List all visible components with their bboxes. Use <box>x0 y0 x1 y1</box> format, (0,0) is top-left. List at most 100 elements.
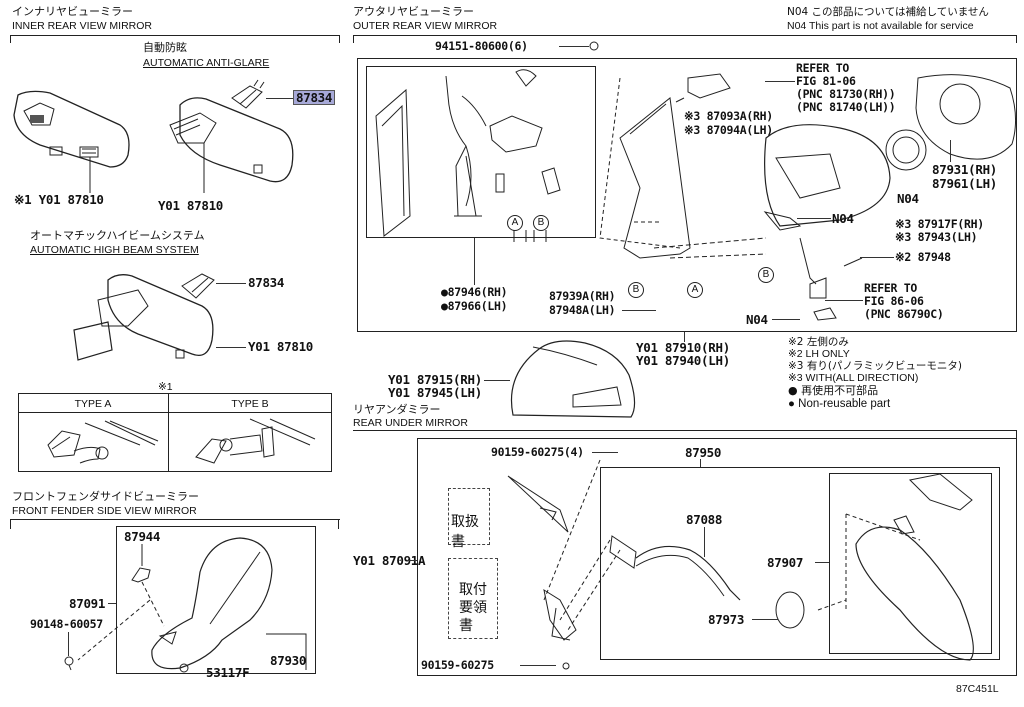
bracket-tick <box>338 519 339 529</box>
part-label-n04-b[interactable]: N04 <box>832 211 854 226</box>
part-label-53117F[interactable]: 53117F <box>206 665 250 680</box>
part-label-87091[interactable]: 87091 <box>69 596 106 611</box>
part-label-87094A[interactable]: ※3 87094A(LH) <box>684 123 773 137</box>
installation-manual-doc: 取付 要領書 <box>448 558 498 639</box>
leader-line <box>797 218 831 219</box>
leader-line <box>765 81 795 82</box>
part-label-87940[interactable]: Y01 87940(LH) <box>636 353 730 368</box>
inner-mirror-title-jp: インナリヤビューミラー <box>12 5 133 18</box>
anti-glare-jp: 自動防眩 <box>143 41 187 54</box>
type-a-drawing <box>47 420 159 464</box>
part-label-n04-c[interactable]: N04 <box>746 312 768 327</box>
leader-line <box>520 665 556 666</box>
part-label-87917F[interactable]: ※3 87917F(RH) <box>895 217 984 231</box>
part-label-87950[interactable]: 87950 <box>685 445 722 460</box>
fender-mirror-drawing <box>77 537 307 673</box>
high-beam-en: AUTOMATIC HIGH BEAM SYSTEM <box>30 244 199 256</box>
circle-a-marker: A <box>687 277 703 298</box>
part-label-87943[interactable]: ※3 87943(LH) <box>895 230 978 244</box>
refer-pnc-81740: (PNC 81740(LH)) <box>796 100 896 114</box>
leader-line <box>700 459 701 467</box>
part-label-87810-hb[interactable]: Y01 87810 <box>248 339 314 354</box>
leader-line <box>216 347 246 348</box>
part-label-90159-60275[interactable]: 90159-60275 <box>421 658 494 672</box>
leader-line <box>860 257 894 258</box>
anti-glare-en: AUTOMATIC ANTI-GLARE <box>143 57 270 69</box>
part-label-87091A[interactable]: Y01 87091A <box>353 553 426 568</box>
table-divider <box>18 412 332 413</box>
part-label-87966[interactable]: ●87966(LH) <box>441 299 508 313</box>
part-label-87088[interactable]: 87088 <box>686 512 723 527</box>
leader-line <box>704 527 705 557</box>
legend-item: ※2 LH ONLY <box>788 348 850 360</box>
part-label-87930[interactable]: 87930 <box>270 653 307 668</box>
bracket-tick <box>1016 35 1017 43</box>
leader-line <box>592 452 618 453</box>
outer-mirror-title-en: OUTER REAR VIEW MIRROR <box>353 20 498 32</box>
part-label-87944[interactable]: 87944 <box>124 529 161 544</box>
part-label-87810-anti-glare[interactable]: Y01 87810 <box>158 198 224 213</box>
leader-line <box>559 46 589 47</box>
part-label-n04-a[interactable]: N04 <box>897 191 919 206</box>
part-label-87834-hb[interactable]: 87834 <box>248 275 285 290</box>
part-label-94151-80600[interactable]: 94151-80600(6) <box>435 39 528 53</box>
part-label-87834-highlighted[interactable]: 87834 <box>293 90 336 105</box>
leader-line <box>684 332 685 342</box>
table-divider <box>168 393 169 472</box>
section-divider <box>353 430 1017 431</box>
rear-under-mirror-title-en: REAR UNDER MIRROR <box>353 417 468 429</box>
inner-mirror-anti-glare-drawing <box>169 97 294 193</box>
part-label-87093A[interactable]: ※3 87093A(RH) <box>684 109 773 123</box>
legend: ※2 左側のみ ※2 LH ONLY ※3 有り(パノラミックビューモニタ) ※… <box>788 336 962 410</box>
type-b-header: TYPE B <box>231 398 269 410</box>
n04-note-en: N04 This part is not available for servi… <box>787 20 974 32</box>
part-label-87931[interactable]: 87931(RH) <box>932 162 998 177</box>
part-label-90148-60057[interactable]: 90148-60057 <box>30 617 103 631</box>
part-label-87961[interactable]: 87961(LH) <box>932 176 998 191</box>
inner-mirror-title-en: INNER REAR VIEW MIRROR <box>12 20 153 32</box>
sensor-87834-hb-drawing <box>181 273 215 299</box>
part-label-87810-type-a[interactable]: ※1 Y01 87810 <box>14 192 104 207</box>
circle-a-marker: A <box>507 210 523 231</box>
refer-pnc-81730: (PNC 81730(RH)) <box>796 87 896 101</box>
type-table <box>18 393 332 472</box>
harness-drawing <box>375 69 561 242</box>
legend-item: ※2 左側のみ <box>788 336 849 348</box>
part-label-87973[interactable]: 87973 <box>708 612 745 627</box>
leader-line <box>622 310 656 311</box>
part-label-87915[interactable]: Y01 87915(RH) <box>388 372 482 387</box>
part-label-87907[interactable]: 87907 <box>767 555 804 570</box>
type-a-header: TYPE A <box>74 398 112 410</box>
n04-note-jp: N04 この部品については補給していません <box>787 6 989 18</box>
mirror-cover-drawing <box>510 340 636 418</box>
part-label-87946[interactable]: ●87946(RH) <box>441 285 508 299</box>
legend-item: ● 再使用不可部品 <box>788 384 879 397</box>
leader-line <box>407 560 417 561</box>
refer-pnc-86790C: (PNC 86790C) <box>864 307 944 321</box>
harness-sub-box <box>366 66 596 238</box>
fender-mirror-title-en: FRONT FENDER SIDE VIEW MIRROR <box>12 505 197 517</box>
outer-mirror-box <box>357 58 1017 332</box>
screw-icon <box>589 41 599 51</box>
part-label-87910[interactable]: Y01 87910(RH) <box>636 340 730 355</box>
outer-mirror-assembly-drawing <box>599 73 1016 321</box>
refer-to-2: REFER TO <box>864 281 917 295</box>
part-label-87948[interactable]: ※2 87948 <box>895 250 951 264</box>
rear-under-mirror-box <box>417 438 1017 676</box>
bracket-tick <box>353 35 354 43</box>
part-label-87945[interactable]: Y01 87945(LH) <box>388 385 482 400</box>
fender-mirror-box <box>116 526 316 674</box>
leader-line <box>815 562 829 563</box>
refer-fig-86-06[interactable]: FIG 86-06 <box>864 294 924 308</box>
leader-line <box>108 603 116 604</box>
rear-under-mirror-title-jp: リヤアンダミラー <box>353 403 441 416</box>
inner-mirror-high-beam-drawing <box>73 274 214 361</box>
leader-line <box>266 98 293 99</box>
part-label-87939A[interactable]: 87939A(RH) <box>549 289 616 303</box>
part-label-90159-60275-4[interactable]: 90159-60275(4) <box>491 445 584 459</box>
part-label-87948A[interactable]: 87948A(LH) <box>549 303 616 317</box>
leader-line <box>474 238 475 285</box>
rear-under-mirror-drawing <box>507 459 974 670</box>
refer-fig-81-06[interactable]: FIG 81-06 <box>796 74 856 88</box>
bracket-tick <box>10 35 11 43</box>
